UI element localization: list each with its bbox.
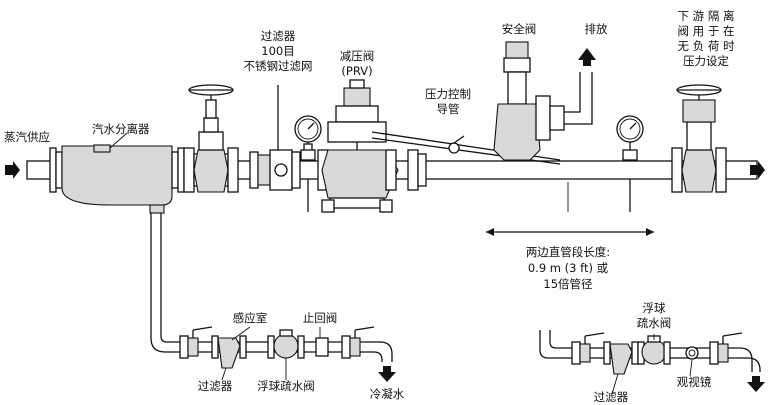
leader-lines <box>109 132 693 395</box>
downstream-label-line4: 压力设定 <box>683 54 729 68</box>
drain-line-left <box>180 341 393 362</box>
pressure-gauge-icon <box>616 115 644 212</box>
gate-valve-icon <box>183 84 239 193</box>
strainer <box>211 335 247 369</box>
straight-pipe-label-line3: 15倍管径 <box>543 277 592 291</box>
float-trap-icon <box>267 329 305 359</box>
float-trap-right-label-line2: 疏水阀 <box>637 316 672 330</box>
float-trap-icon <box>637 335 671 365</box>
filter-label-line2: 100目 <box>261 44 294 58</box>
arrow-down-icon <box>378 366 396 382</box>
condensate-label: 冷凝水 <box>370 387 405 401</box>
straight-length-dimension <box>486 182 654 236</box>
float-trap-right-label-line1: 浮球 <box>643 301 666 315</box>
straight-pipe-label-line2: 0.9 m (3 ft) 或 <box>528 261 609 275</box>
downstream-label-line1: 下 游 隔 离 <box>678 9 735 23</box>
separator-drain-pipe <box>150 213 180 353</box>
arrow-right-icon <box>750 161 765 179</box>
pressure-control-label-line2: 导管 <box>437 102 460 116</box>
arrow-down-icon <box>747 376 765 392</box>
steam-separator <box>49 144 185 214</box>
strainer <box>249 85 301 191</box>
float-trap-bottom-label: 浮球疏水阀 <box>257 379 315 393</box>
sight-glass <box>685 346 699 360</box>
downstream-label-line3: 无 负 荷 时 <box>678 39 735 53</box>
ball-valve-icon <box>709 332 743 365</box>
drain-line-right <box>539 330 761 372</box>
check-valve-label: 止回阀 <box>303 311 338 325</box>
straight-pipe-label-line1: 两边直管段长度: <box>526 245 610 259</box>
strainer-right-label: 过滤器 <box>594 390 629 404</box>
ball-valve-icon <box>179 326 213 359</box>
prv-label-line2: (PRV) <box>341 64 372 78</box>
sight-glass-label: 观视镜 <box>677 375 712 389</box>
pressure-reducing-valve <box>321 79 399 213</box>
steam-supply-label: 蒸汽供应 <box>4 130 50 144</box>
prv-flange-right <box>407 149 427 191</box>
arrow-right-icon <box>5 161 20 179</box>
separator-label: 汽水分离器 <box>92 122 150 136</box>
check-valve <box>315 337 329 357</box>
filter-label-line3: 不锈钢过滤网 <box>244 59 313 73</box>
pressure-gauge-icon <box>294 115 322 212</box>
exhaust-label: 排放 <box>585 22 608 36</box>
arrow-up-icon <box>578 48 596 66</box>
safety-valve-label: 安全阀 <box>502 22 537 36</box>
ball-valve-icon <box>341 326 375 359</box>
safety-valve-icon <box>493 41 593 161</box>
gate-valve-icon <box>671 84 727 193</box>
downstream-label-line2: 阀 用 于 在 <box>678 24 735 38</box>
strainer-bottom-label: 过滤器 <box>198 379 233 393</box>
prv-label-line1: 减压阀 <box>340 49 375 63</box>
sensing-chamber-label: 感应室 <box>233 311 268 325</box>
pressure-control-label-line1: 压力控制 <box>425 87 471 101</box>
ball-valve-icon <box>571 332 605 365</box>
strainer <box>603 341 639 375</box>
filter-label-line1: 过滤器 <box>261 29 296 43</box>
